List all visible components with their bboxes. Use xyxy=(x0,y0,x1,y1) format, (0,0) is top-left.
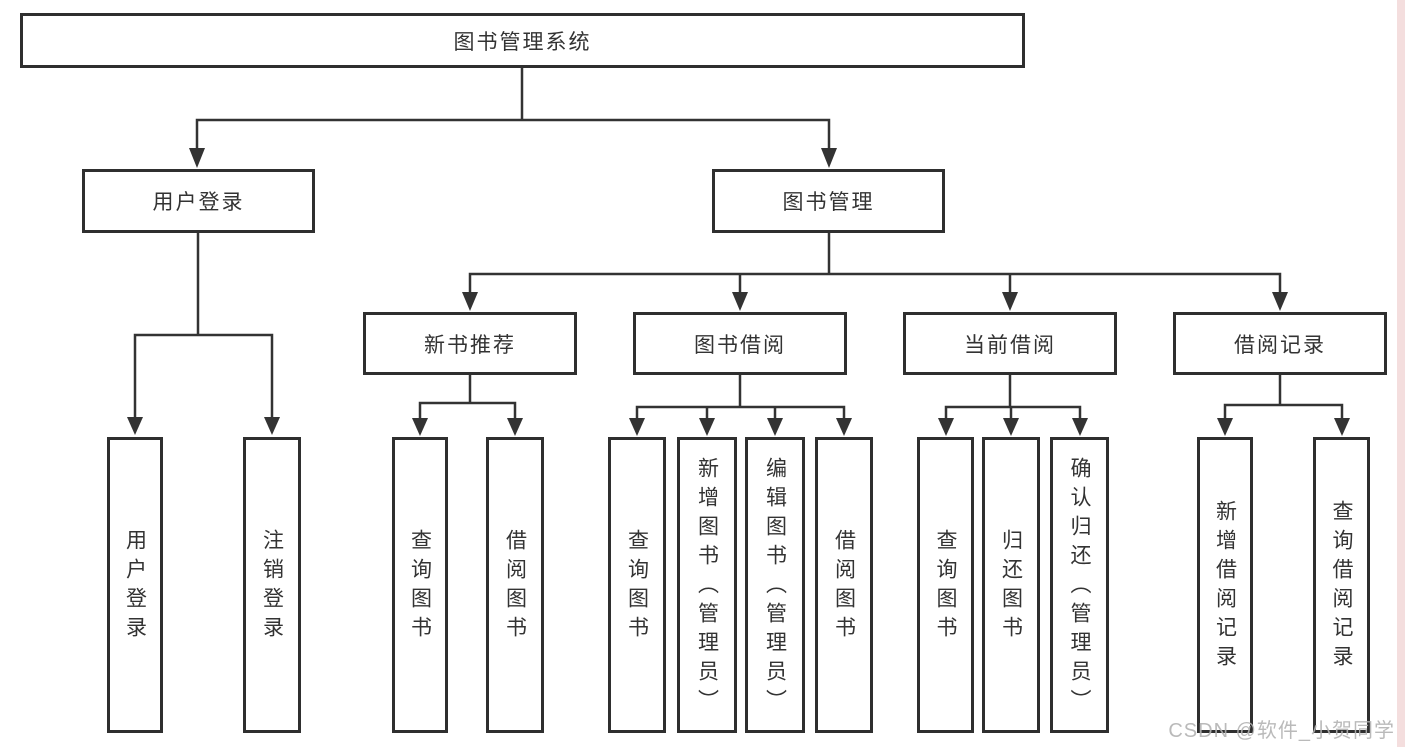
csdn-watermark: CSDN @软件_小贺同学 xyxy=(1168,720,1395,742)
right-edge-strip xyxy=(1397,0,1405,747)
node-book-management: 图书管理 xyxy=(712,169,945,233)
node-new-book-recommend: 新书推荐 xyxy=(363,312,577,375)
leaf-confirm-return-admin: 确认归还（管理员） xyxy=(1050,437,1109,733)
node-book-borrow: 图书借阅 xyxy=(633,312,847,375)
leaf-query-books-borrow: 查询图书 xyxy=(608,437,666,733)
leaf-logout: 注销登录 xyxy=(243,437,301,733)
node-root: 图书管理系统 xyxy=(20,13,1025,68)
leaf-edit-book-admin: 编辑图书（管理员） xyxy=(745,437,805,733)
node-current-borrow: 当前借阅 xyxy=(903,312,1117,375)
leaf-query-borrow-record: 查询借阅记录 xyxy=(1313,437,1370,733)
leaf-query-books-current: 查询图书 xyxy=(917,437,974,733)
leaf-add-borrow-record: 新增借阅记录 xyxy=(1197,437,1253,733)
leaf-borrow-books: 借阅图书 xyxy=(815,437,873,733)
arrowhead-group xyxy=(127,148,1350,436)
node-borrow-records: 借阅记录 xyxy=(1173,312,1387,375)
leaf-user-login: 用户登录 xyxy=(107,437,163,733)
leaf-query-books-recommend: 查询图书 xyxy=(392,437,448,733)
leaf-return-books: 归还图书 xyxy=(982,437,1040,733)
leaf-borrow-books-recommend: 借阅图书 xyxy=(486,437,544,733)
node-user-login: 用户登录 xyxy=(82,169,315,233)
leaf-add-book-admin: 新增图书（管理员） xyxy=(677,437,737,733)
